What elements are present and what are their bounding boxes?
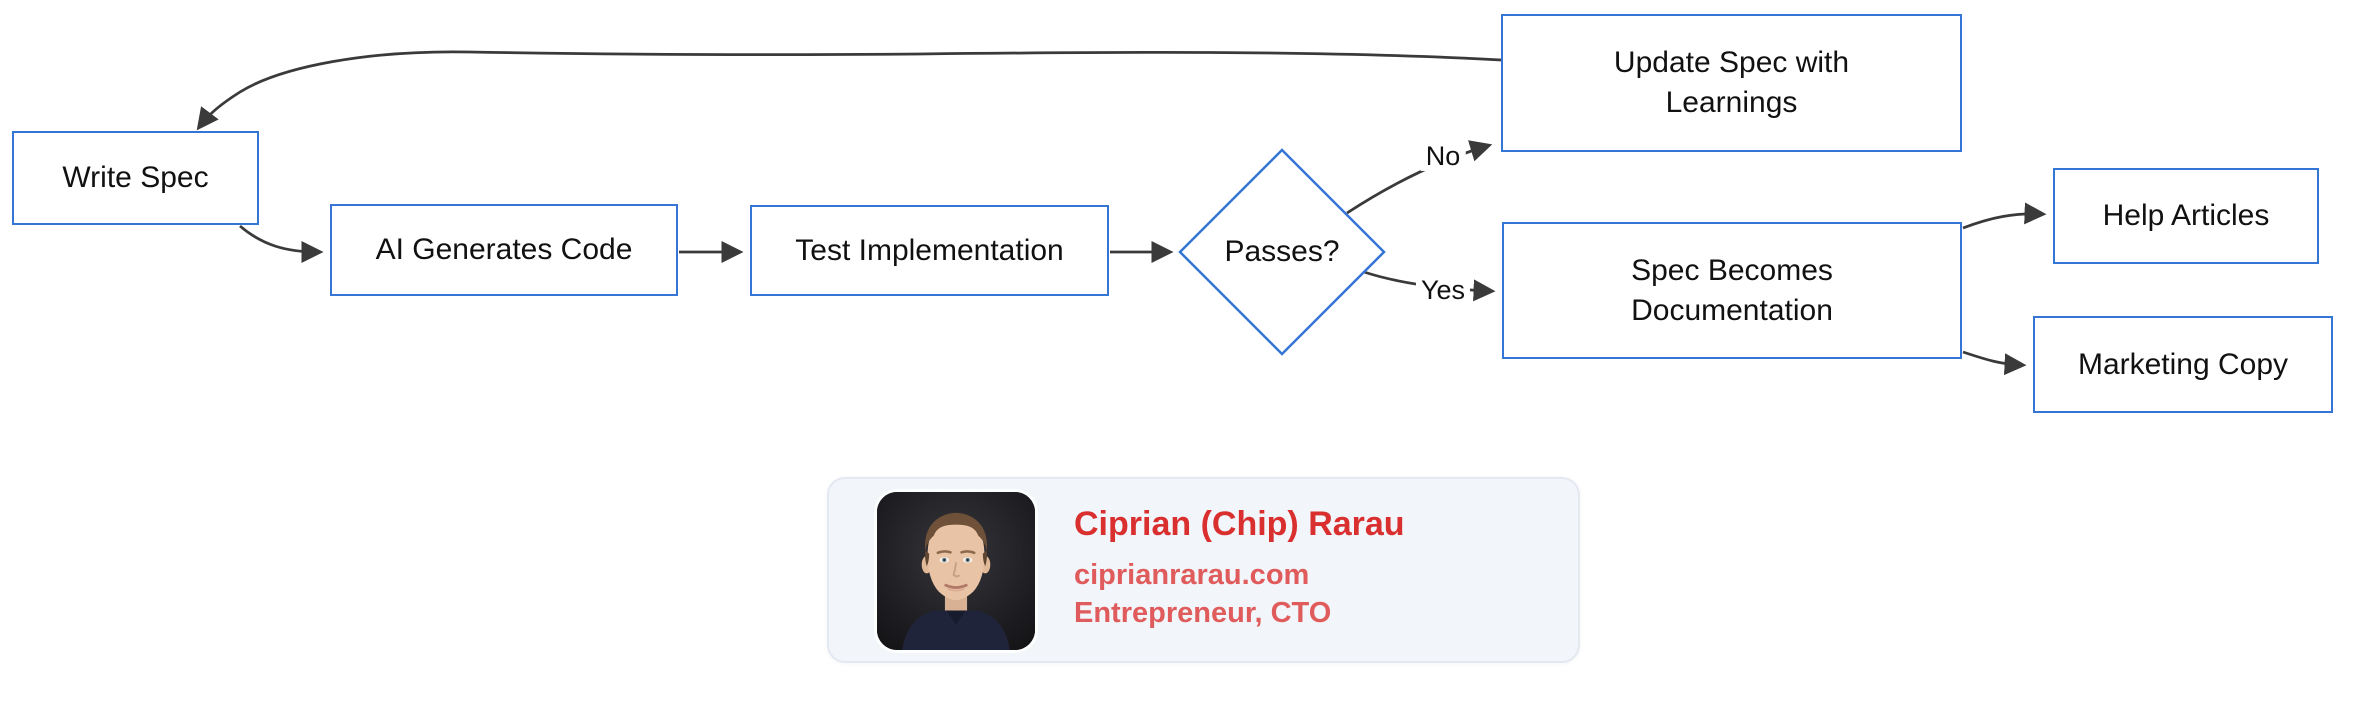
node-write-spec-label: Write Spec (62, 161, 209, 194)
node-spec-doc-label: Spec Becomes Documentation (1631, 253, 1833, 327)
node-marketing-copy-label: Marketing Copy (2077, 347, 2289, 381)
profile-name: Ciprian (Chip) Rarau (1074, 505, 1405, 543)
edge-write-spec-to-ai (239, 224, 324, 263)
edge-label-yes: Yes (1415, 275, 1471, 305)
profile-photo (877, 492, 1035, 650)
node-marketing-copy: Marketing Copy (2033, 316, 2333, 413)
profile-photo-illustration (877, 492, 1035, 650)
node-write-spec: Write Spec (12, 131, 259, 225)
node-update-spec-label: Update Spec with Learnings (1613, 46, 1850, 119)
profile-card-text: Ciprian (Chip) Rarau ciprianrarau.com En… (1074, 505, 1558, 629)
node-help-articles: Help Articles (2053, 168, 2319, 264)
node-help-articles-label: Help Articles (2102, 199, 2270, 232)
node-ai-generates-code-label: AI Generates Code (375, 233, 633, 266)
edge-spec-doc-to-marketing-copy (1962, 350, 2027, 376)
profile-website-link[interactable]: ciprianrarau.com (1074, 559, 1310, 591)
node-test-implementation-label: Test Implementation (795, 233, 1064, 267)
edge-passes-no-to-update-spec (1346, 140, 1493, 215)
profile-card[interactable]: Ciprian (Chip) Rarau ciprianrarau.com En… (827, 477, 1580, 663)
profile-title: Entrepreneur, CTO (1074, 597, 1332, 629)
edge-spec-doc-to-help-articles (1962, 202, 2047, 230)
node-ai-generates-code: AI Generates Code (330, 204, 678, 296)
decision-passes-diamond (1178, 148, 1386, 356)
node-test-implementation: Test Implementation (750, 205, 1109, 296)
edge-label-no: No (1420, 141, 1466, 171)
node-spec-becomes-documentation: Spec Becomes Documentation (1502, 222, 1962, 359)
node-update-spec-with-learnings: Update Spec with Learnings (1501, 14, 1962, 152)
edge-update-spec-to-write-spec (196, 50, 1502, 131)
